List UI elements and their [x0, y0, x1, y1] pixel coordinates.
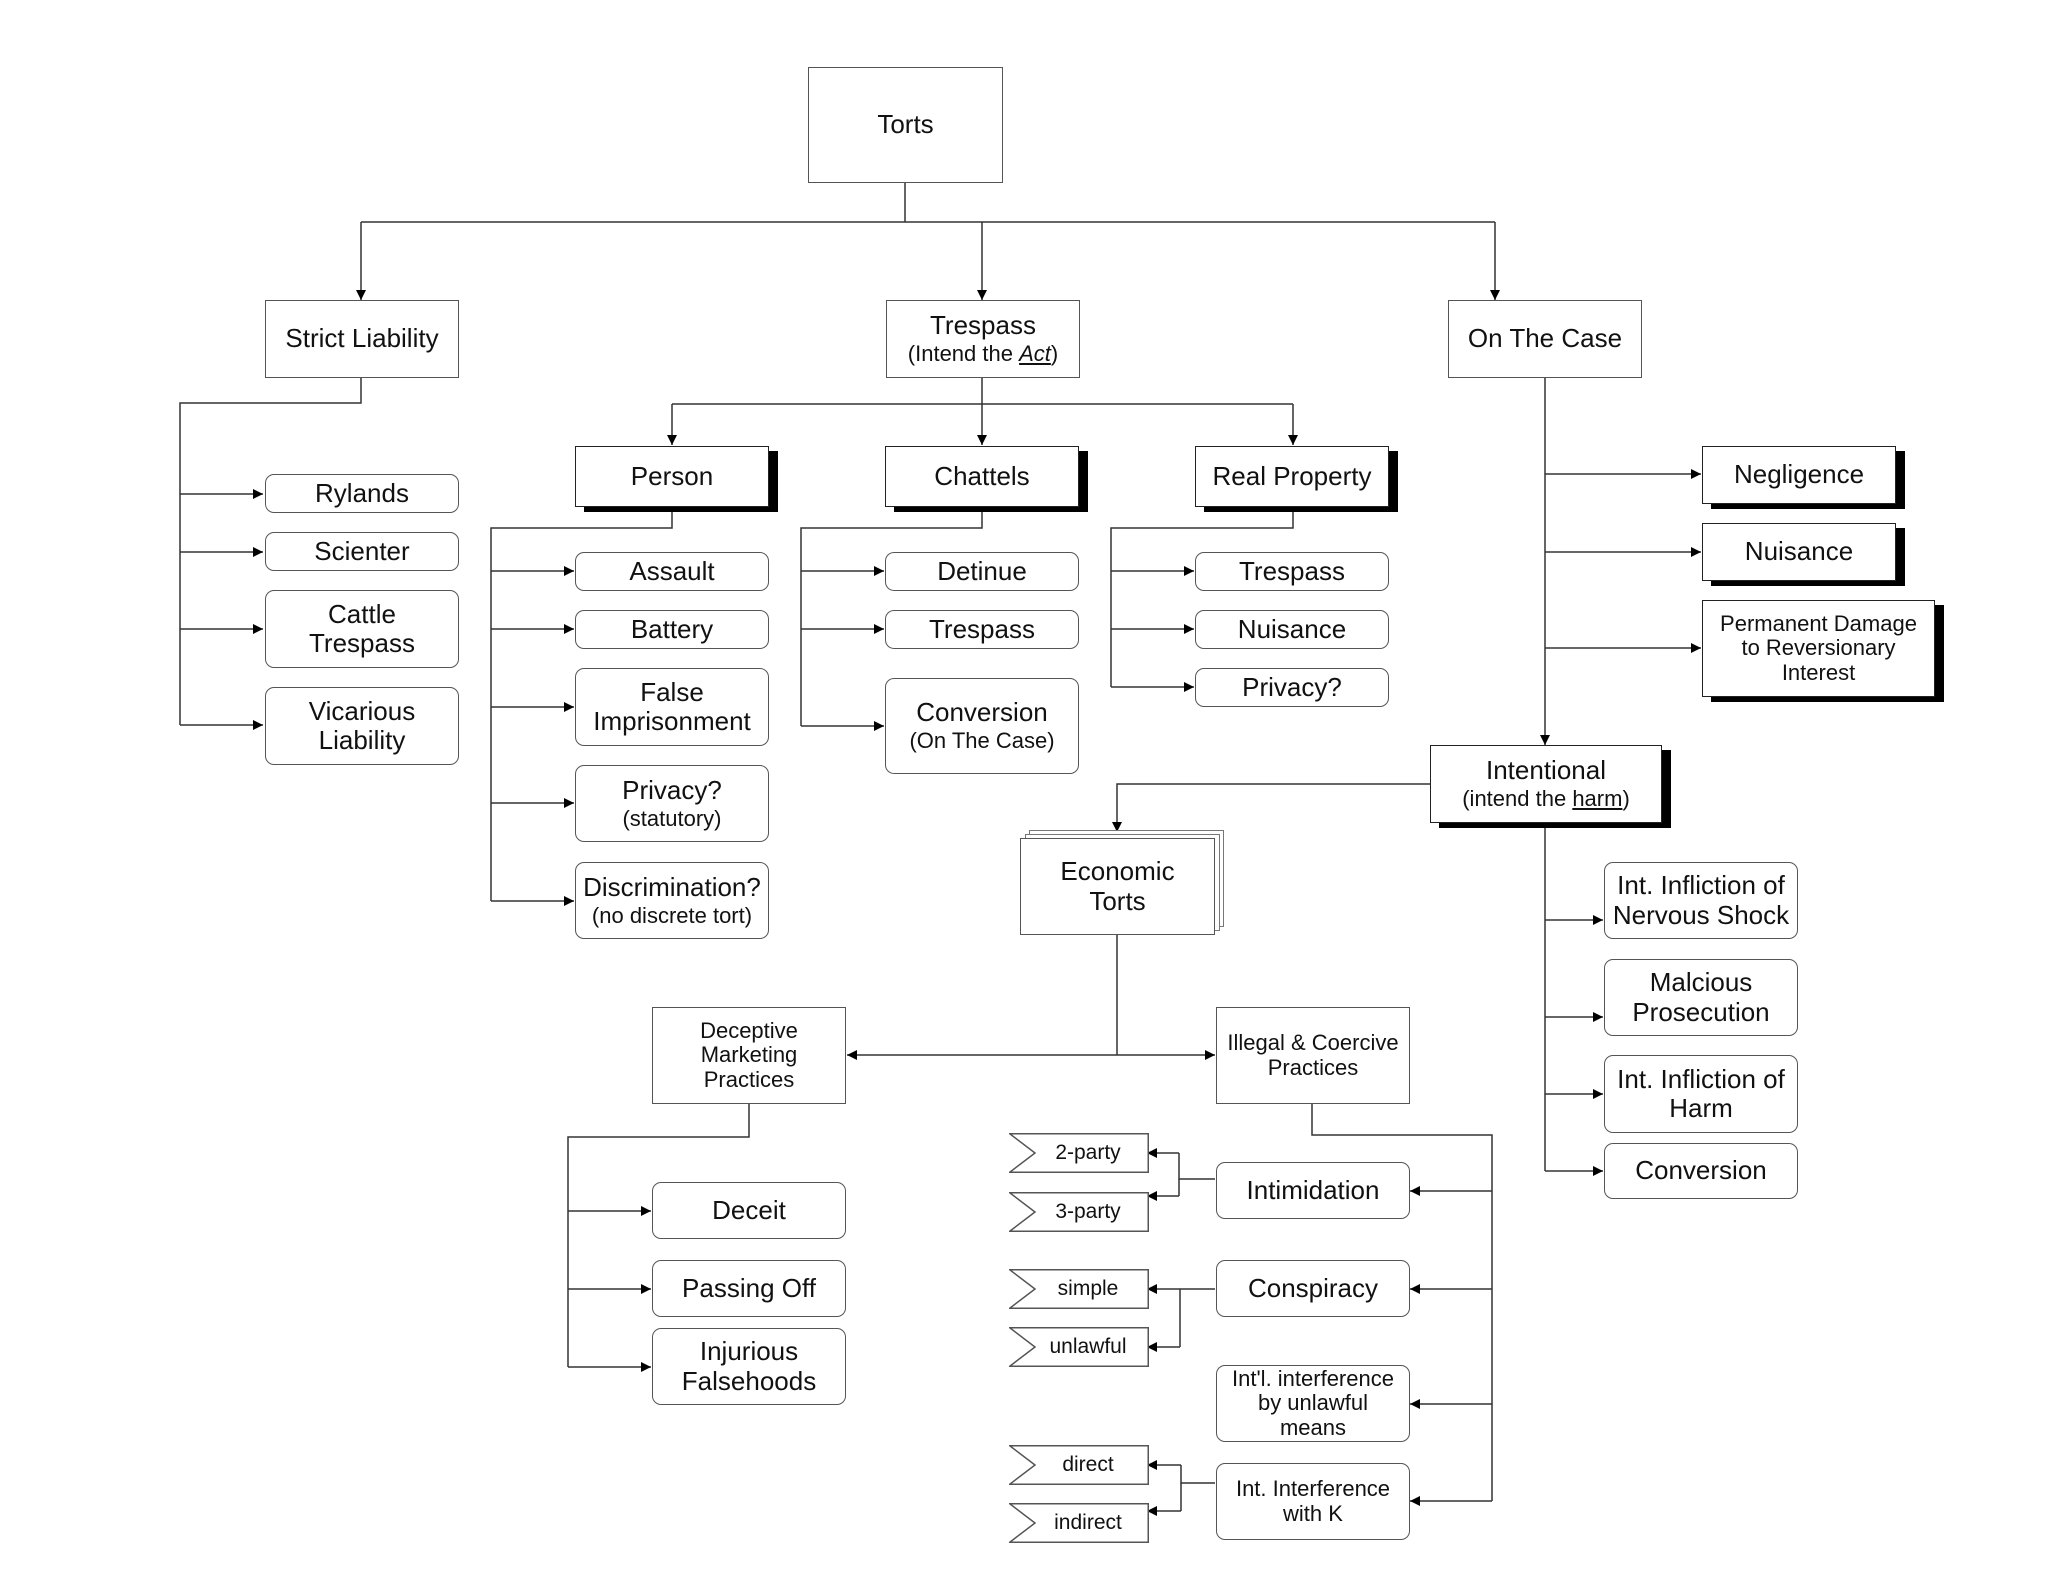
- negligence-node: Negligence: [1702, 446, 1896, 504]
- on-the-case-node: On The Case: [1448, 300, 1642, 378]
- passing-off-node: Passing Off: [652, 1260, 846, 1317]
- trespass-node: Trespass (Intend the Act): [886, 300, 1080, 378]
- unlawful-means-node: Int'l. interference by unlawful means: [1216, 1365, 1410, 1442]
- infliction-of-harm-node: Int. Infliction of Harm: [1604, 1055, 1798, 1133]
- person-node: Person: [575, 446, 769, 507]
- injurious-falsehoods-node: Injurious Falsehoods: [652, 1328, 846, 1405]
- chattels-trespass-node: Trespass: [885, 610, 1079, 649]
- chattels-node: Chattels: [885, 446, 1079, 507]
- flag-2-party: 2-party: [1009, 1133, 1149, 1173]
- assault-node: Assault: [575, 552, 769, 591]
- permanent-damage-node: Permanent Damage to Reversionary Interes…: [1702, 600, 1935, 697]
- conversion-on-the-case-node: Conversion (On The Case): [885, 678, 1079, 774]
- real-property-trespass-node: Trespass: [1195, 552, 1389, 591]
- conspiracy-node: Conspiracy: [1216, 1260, 1410, 1317]
- flag-indirect: indirect: [1009, 1503, 1149, 1543]
- false-imprisonment-node: False Imprisonment: [575, 668, 769, 746]
- flag-direct: direct: [1009, 1445, 1149, 1485]
- torts-root-node: Torts: [808, 67, 1003, 183]
- strict-liability-node: Strict Liability: [265, 300, 459, 378]
- intentional-sublabel: (intend the harm): [1462, 786, 1630, 812]
- intentional-conversion-node: Conversion: [1604, 1143, 1798, 1199]
- battery-node: Battery: [575, 610, 769, 649]
- flag-simple: simple: [1009, 1269, 1149, 1309]
- nuisance-node: Nuisance: [1702, 523, 1896, 581]
- malicious-prosecution-node: Malcious Prosecution: [1604, 959, 1798, 1036]
- real-property-node: Real Property: [1195, 446, 1389, 507]
- intentional-node: Intentional (intend the harm): [1430, 745, 1662, 823]
- interference-with-k-node: Int. Interference with K: [1216, 1463, 1410, 1540]
- illegal-coercive-node: Illegal & Coercive Practices: [1216, 1007, 1410, 1104]
- economic-torts-node: Economic Torts: [1020, 838, 1215, 935]
- detinue-node: Detinue: [885, 552, 1079, 591]
- trespass-sublabel: (Intend the Act): [907, 341, 1059, 367]
- scienter-node: Scienter: [265, 532, 459, 571]
- deceptive-marketing-node: Deceptive Marketing Practices: [652, 1007, 846, 1104]
- vicarious-liability-node: Vicarious Liability: [265, 687, 459, 765]
- cattle-trespass-node: Cattle Trespass: [265, 590, 459, 668]
- flag-3-party: 3-party: [1009, 1192, 1149, 1232]
- real-property-privacy-node: Privacy?: [1195, 668, 1389, 707]
- intimidation-node: Intimidation: [1216, 1162, 1410, 1219]
- flag-unlawful: unlawful: [1009, 1327, 1149, 1367]
- on-the-case-label: On The Case: [1467, 323, 1623, 354]
- trespass-label: Trespass: [930, 310, 1036, 341]
- real-property-nuisance-node: Nuisance: [1195, 610, 1389, 649]
- deceit-node: Deceit: [652, 1182, 846, 1239]
- discrimination-node: Discrimination? (no discrete tort): [575, 862, 769, 939]
- nervous-shock-node: Int. Infliction of Nervous Shock: [1604, 862, 1798, 939]
- strict-liability-label: Strict Liability: [285, 323, 439, 354]
- torts-root-label: Torts: [877, 109, 934, 140]
- privacy-statutory-node: Privacy? (statutory): [575, 765, 769, 842]
- rylands-node: Rylands: [265, 474, 459, 513]
